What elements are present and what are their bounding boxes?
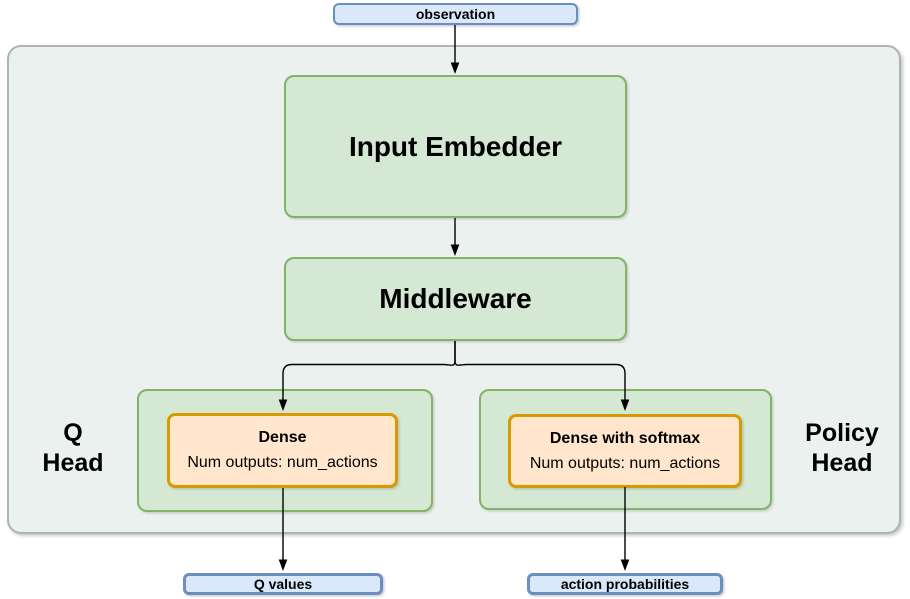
q-head-label: Q Head	[23, 418, 123, 478]
node-middleware: Middleware	[284, 257, 627, 341]
node-dense-with-softmax-title: Dense with softmax	[549, 429, 701, 447]
node-middleware-label: Middleware	[379, 283, 532, 314]
node-action-probabilities-label: action probabilities	[560, 576, 690, 592]
node-observation: observation	[333, 3, 578, 25]
node-observation-label: observation	[415, 6, 496, 22]
node-q-values: Q values	[183, 573, 383, 595]
node-dense-with-softmax-subtitle: Num outputs: num_actions	[529, 454, 721, 472]
node-dense-subtitle: Num outputs: num_actions	[187, 454, 378, 471]
node-input-embedder-label: Input Embedder	[348, 130, 563, 162]
arrowhead-q-values	[278, 559, 288, 571]
node-dense: Dense Num outputs: num_actions	[167, 413, 398, 488]
q-head-label-line1: Q	[63, 419, 83, 447]
policy-head-label-line2: Head	[811, 449, 873, 477]
node-q-values-label: Q values	[253, 576, 313, 592]
node-dense-with-softmax: Dense with softmax Num outputs: num_acti…	[508, 414, 742, 488]
policy-head-label-line1: Policy	[805, 419, 879, 447]
policy-head-label: Policy Head	[792, 418, 892, 478]
arrowhead-action-probabilities	[620, 559, 630, 571]
node-action-probabilities: action probabilities	[527, 573, 723, 595]
node-input-embedder: Input Embedder	[284, 75, 627, 218]
node-dense-title: Dense	[258, 429, 307, 446]
q-head-label-line2: Head	[42, 449, 104, 477]
